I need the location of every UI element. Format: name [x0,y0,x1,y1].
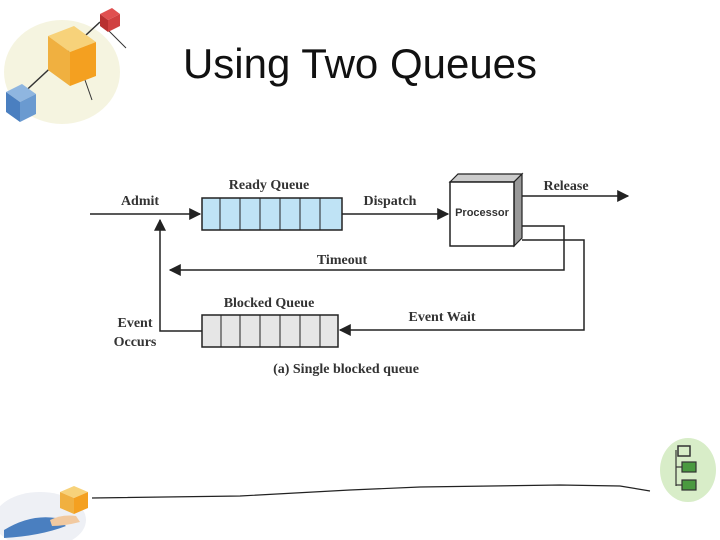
event-wait-path [338,239,585,336]
event-occurs-label-line2: Occurs [114,335,157,350]
blocked-queue-label: Blocked Queue [224,296,315,311]
ready-queue [201,197,343,231]
timeout-path [168,225,565,276]
timeout-label: Timeout [317,253,368,268]
hand-cube-clipart-bottom-left [0,486,88,540]
dispatch-label: Dispatch [364,194,417,209]
slide-title: Using Two Queues [182,40,538,87]
chain-clipart-bottom-right [660,438,716,502]
release-label: Release [543,179,588,194]
processor-label: Processor [455,207,510,219]
diagram-caption: (a) Single blocked queue [273,362,419,377]
blocked-queue [201,314,339,348]
event-occurs-label-line1: Event [118,316,153,331]
event-wait-label: Event Wait [408,310,475,325]
processor-box [448,172,524,248]
event-occurs-path [154,218,202,332]
bottom-rule [91,484,651,499]
admit-label: Admit [121,194,159,209]
ready-queue-label: Ready Queue [229,178,310,193]
cubes-clipart-top-left [4,8,127,124]
